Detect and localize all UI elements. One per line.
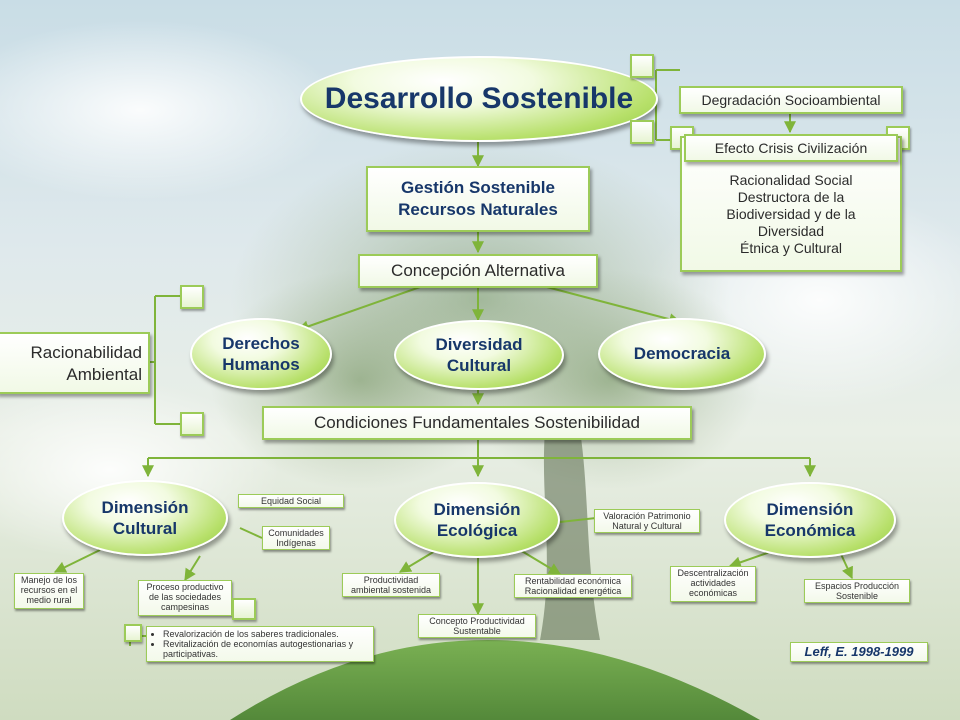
productividad-box: Productividad ambiental sostenida — [342, 573, 440, 597]
racionalidad-line: Biodiversidad y de la — [726, 206, 856, 222]
saberes-list-box: Revalorización de los saberes tradiciona… — [146, 626, 374, 662]
rentabilidad-line: Rentabilidad económica — [524, 576, 622, 586]
efecto-crisis-box: Efecto Crisis Civilización — [684, 134, 898, 162]
degradacion-box: Degradación Socioambiental — [679, 86, 903, 114]
saberes-item: Revalorización de los saberes tradiciona… — [163, 629, 369, 639]
diversidad-line: Cultural — [446, 356, 512, 375]
degradacion-label: Degradación Socioambiental — [701, 92, 881, 108]
connector-square — [630, 120, 654, 144]
democracia-label: Democracia — [633, 344, 731, 363]
gestion-box: Gestión Sostenible Recursos Naturales — [366, 166, 590, 232]
comunidades-indigenas-box: Comunidades Indígenas — [262, 526, 330, 550]
productividad-line: Productividad — [363, 575, 419, 585]
proceso-line: campesinas — [160, 602, 210, 612]
espacios-produccion-box: Espacios Producción Sostenible — [804, 579, 910, 603]
descentralizacion-line: actividades — [690, 578, 736, 588]
valoracion-line: Valoración Patrimonio — [603, 511, 691, 521]
manejo-recursos-box: Manejo de los recursos en el medio rural — [14, 573, 84, 609]
connector-square — [630, 54, 654, 78]
derechos-line: Derechos — [222, 334, 300, 353]
rentabilidad-box: Rentabilidad económica Racionalidad ener… — [514, 574, 632, 598]
dimension-line: Dimensión — [101, 498, 189, 517]
connector-square — [180, 412, 204, 436]
gestion-line: Recursos Naturales — [398, 200, 558, 219]
connector-square — [232, 598, 256, 620]
citation: Leff, E. 1998-1999 — [790, 642, 928, 662]
concepto-line: Sustentable — [453, 626, 501, 636]
concepto-line: Concepto Productividad — [429, 616, 525, 626]
manejo-line: medio rural — [26, 595, 72, 605]
democracia-node: Democracia — [598, 318, 766, 390]
connector-square — [124, 624, 142, 642]
racionabilidad-line: Ambiental — [66, 365, 142, 384]
connector-square — [180, 285, 204, 309]
productividad-line: ambiental sostenida — [350, 585, 432, 595]
citation-text: Leff, E. 1998-1999 — [804, 644, 914, 659]
valoracion-patrimonio-box: Valoración Patrimonio Natural y Cultural — [594, 509, 700, 533]
descentralizacion-line: económicas — [688, 588, 738, 598]
concepcion-label: Concepción Alternativa — [391, 261, 565, 280]
dimension-line: Cultural — [112, 519, 178, 538]
espacios-line: Sostenible — [835, 591, 879, 601]
descentralizacion-box: Descentralización actividades económicas — [670, 566, 756, 602]
derechos-line: Humanos — [222, 355, 300, 374]
racionalidad-line: Diversidad — [757, 223, 825, 239]
comunidades-line: Comunidades — [268, 528, 324, 538]
gestion-line: Gestión Sostenible — [401, 178, 555, 197]
condiciones-box: Condiciones Fundamentales Sostenibilidad — [262, 406, 692, 440]
title-node: Desarrollo Sostenible — [300, 56, 658, 142]
racionalidad-line: Destructora de la — [737, 189, 845, 205]
equidad-social-box: Equidad Social — [238, 494, 344, 508]
valoracion-line: Natural y Cultural — [612, 521, 682, 531]
proceso-line: Proceso productivo — [146, 582, 224, 592]
concepto-productividad-box: Concepto Productividad Sustentable — [418, 614, 536, 638]
dimension-line: Dimensión — [766, 500, 854, 519]
efecto-crisis-label: Efecto Crisis Civilización — [714, 140, 868, 156]
equidad-label: Equidad Social — [260, 496, 322, 506]
manejo-line: recursos en el — [20, 585, 78, 595]
comunidades-line: Indígenas — [276, 538, 316, 548]
descentralizacion-line: Descentralización — [677, 568, 749, 578]
saberes-list: Revalorización de los saberes tradiciona… — [151, 629, 369, 659]
rentabilidad-line: Racionalidad energética — [524, 586, 622, 596]
dimension-line: Ecológica — [436, 521, 518, 540]
dimension-line: Dimensión — [433, 500, 521, 519]
espacios-line: Espacios Producción — [814, 581, 900, 591]
diversidad-line: Diversidad — [435, 335, 523, 354]
racionalidad-line: Étnica y Cultural — [740, 240, 842, 256]
racionabilidad-box: Racionabilidad Ambiental — [0, 332, 150, 394]
racionabilidad-line: Racionabilidad — [30, 343, 142, 362]
saberes-item: Revitalización de economías autogestiona… — [163, 639, 369, 659]
proceso-productivo-box: Proceso productivo de las sociedades cam… — [138, 580, 232, 616]
title-text: Desarrollo Sostenible — [324, 82, 634, 115]
dimension-line: Económica — [764, 521, 856, 540]
concepcion-box: Concepción Alternativa — [358, 254, 598, 288]
proceso-line: de las sociedades — [148, 592, 222, 602]
condiciones-label: Condiciones Fundamentales Sostenibilidad — [313, 413, 641, 432]
manejo-line: Manejo de los — [20, 575, 78, 585]
racionalidad-line: Racionalidad Social — [729, 172, 853, 188]
